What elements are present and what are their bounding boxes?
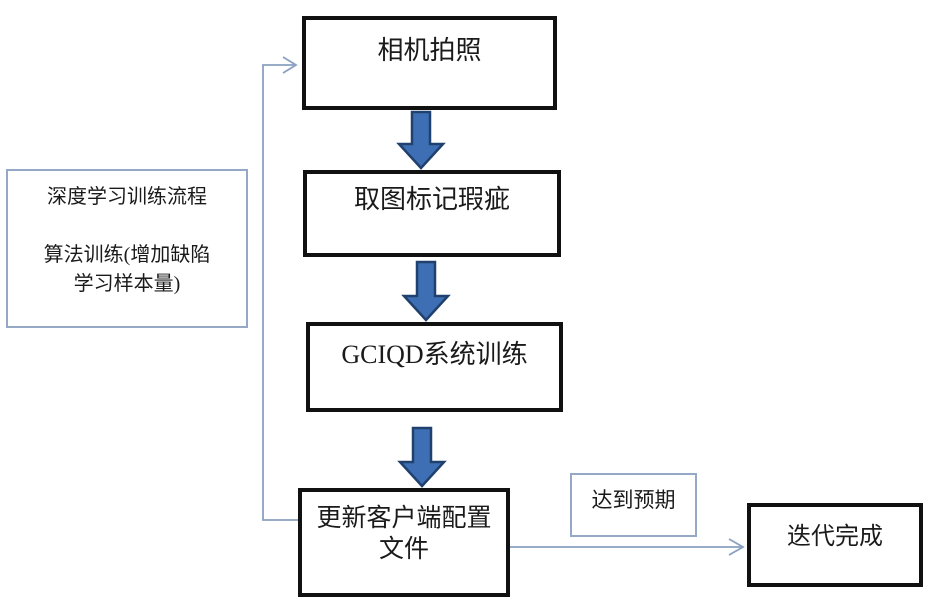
block-arrow-down-3-icon [397,426,447,488]
node-update-config: 更新客户端配置 文件 [298,488,510,597]
legend-line3: 学习样本量) [73,273,181,295]
node-camera-label: 相机拍照 [377,36,482,65]
node-update-config-line2: 文件 [378,536,429,563]
label-expectation-text: 达到预期 [591,488,676,512]
node-mark-defects: 取图标记瑕疵 [303,170,561,257]
label-expectation: 达到预期 [570,473,697,537]
legend-title: 深度学习训练流程 [47,186,207,208]
done-arrowhead-icon [728,538,745,556]
node-legend: 深度学习训练流程 算法训练(增加缺陷 学习样本量) [6,169,248,328]
block-arrow-down-1-icon [396,110,446,170]
feedback-connector-line [262,64,298,521]
node-iteration-done-label: 迭代完成 [787,524,883,550]
node-camera: 相机拍照 [302,16,557,110]
block-arrow-down-2-icon [401,260,451,322]
node-iteration-done: 迭代完成 [747,503,923,587]
node-mark-defects-label: 取图标记瑕疵 [353,185,510,214]
legend-line2: 算法训练(增加缺陷 [43,244,211,266]
feedback-arrowhead-icon [282,56,298,74]
node-system-training-label: GCIQD系统训练 [341,340,528,369]
node-system-training: GCIQD系统训练 [306,322,563,412]
node-update-config-line1: 更新客户端配置 [316,505,492,532]
